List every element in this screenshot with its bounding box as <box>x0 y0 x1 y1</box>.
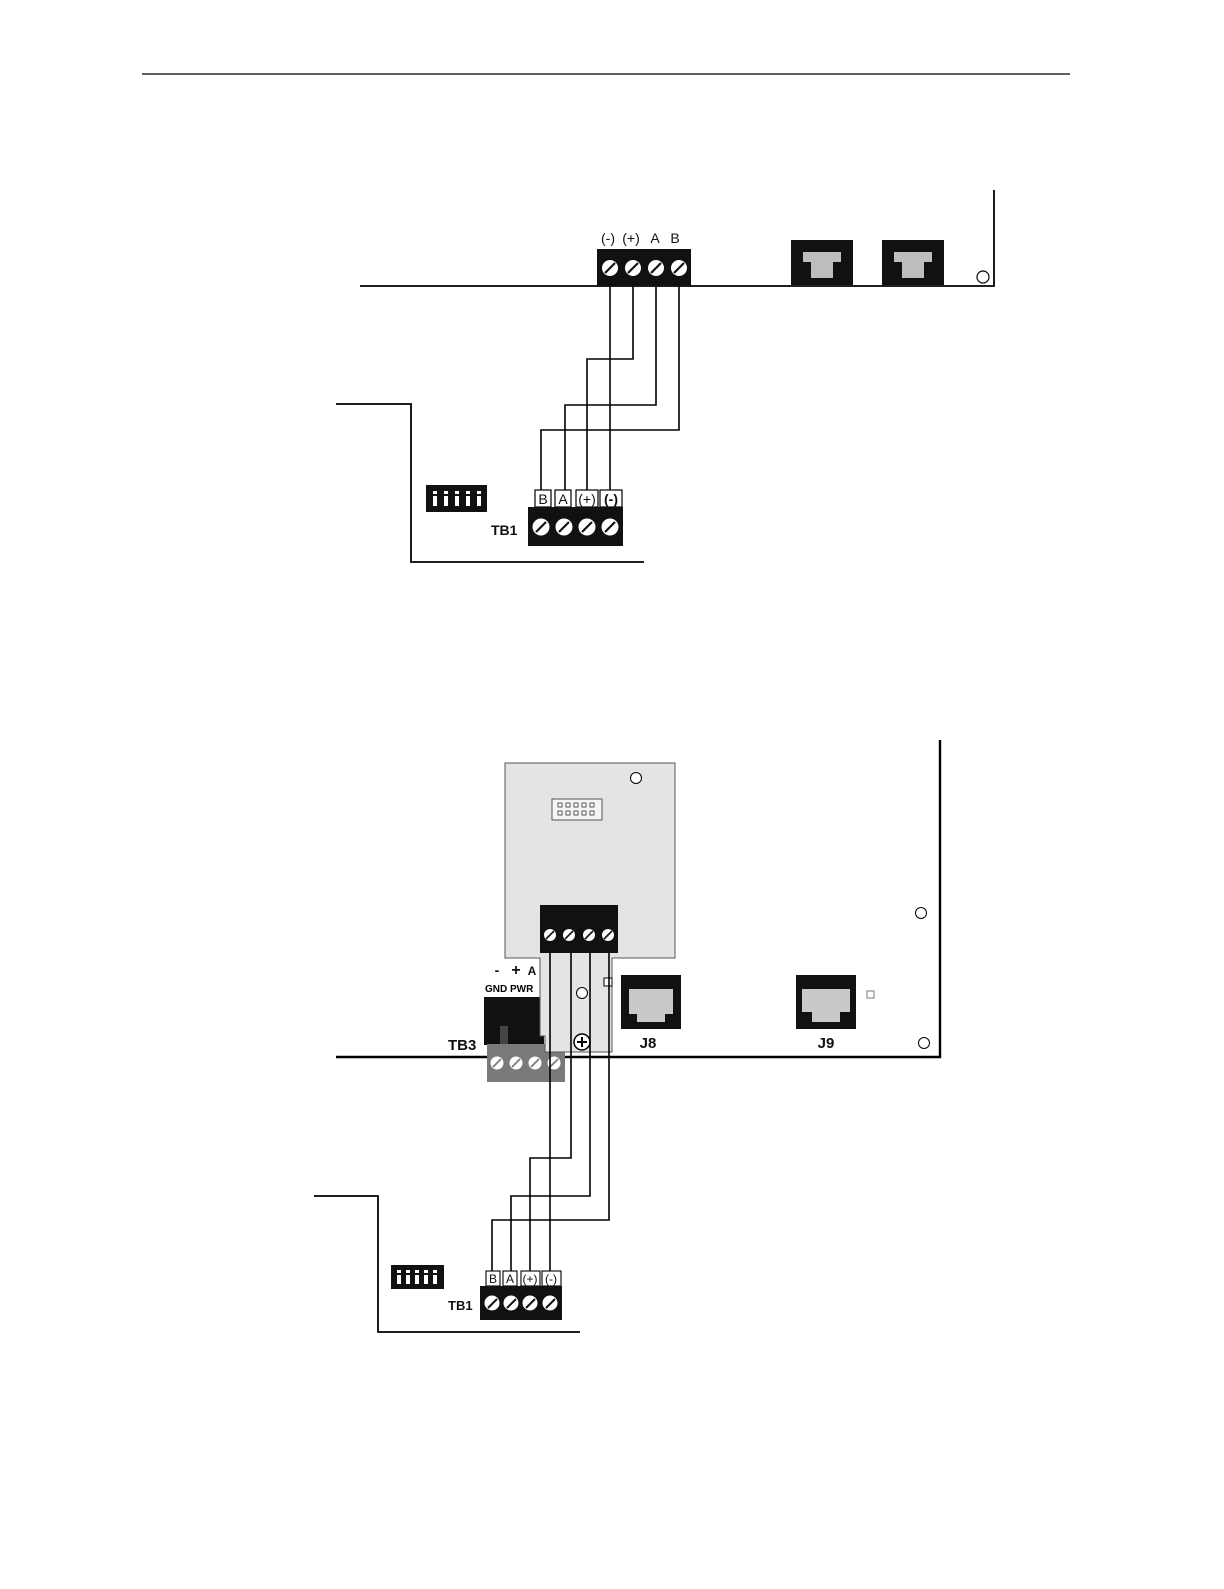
module-terminal-label: (+) <box>523 1272 538 1286</box>
tb3-label: TB3 <box>448 1037 476 1054</box>
tb3-connector <box>484 997 544 1045</box>
panel-terminal-label: A <box>650 230 660 246</box>
dip-switch <box>426 485 487 512</box>
module-terminal-label: B <box>489 1272 497 1286</box>
module-terminal-label: (-) <box>545 1272 557 1286</box>
mounting-hole <box>916 908 927 919</box>
module-terminal-block <box>480 1286 562 1320</box>
module-terminal-label: B <box>538 491 547 507</box>
module-terminal-label: A <box>558 491 568 507</box>
panel-terminal-label: B <box>670 230 679 246</box>
module-terminal-label: (-) <box>604 491 618 507</box>
tb3-names: GND PWR <box>485 984 534 995</box>
top-diagram: (-) (+) A B <box>336 190 994 562</box>
module-terminal-label: (+) <box>578 491 596 507</box>
small-pad <box>867 991 874 998</box>
rj-jack-j8 <box>621 975 681 1029</box>
tb3-sign: - <box>495 962 500 978</box>
bottom-diagram: - + A GND PWR TB3 <box>314 740 940 1332</box>
rj-jack-j9 <box>796 975 856 1029</box>
panel-terminal-label: (-) <box>601 230 615 246</box>
wiring-top <box>541 286 679 492</box>
panel-terminal-block <box>597 249 691 286</box>
module-terminal-labels: B A (+) (-) <box>535 490 622 507</box>
jack-label: J8 <box>640 1035 657 1052</box>
tb3-sign: + <box>511 962 520 979</box>
module-block-label: TB1 <box>448 1298 473 1313</box>
module-terminal-block <box>528 507 623 546</box>
mounting-hole <box>977 271 989 283</box>
tb3-sign: A <box>528 964 537 978</box>
panel-terminal-label: (+) <box>622 230 640 246</box>
module-terminal-label: A <box>506 1272 514 1286</box>
module-block-label: TB1 <box>491 522 518 538</box>
rj-jack <box>882 240 944 285</box>
dip-switch <box>391 1265 444 1289</box>
rj-jack <box>791 240 853 285</box>
module-terminal-labels: B A (+) (-) <box>486 1271 561 1286</box>
jack-label: J9 <box>818 1035 835 1052</box>
mounting-hole <box>919 1038 930 1049</box>
